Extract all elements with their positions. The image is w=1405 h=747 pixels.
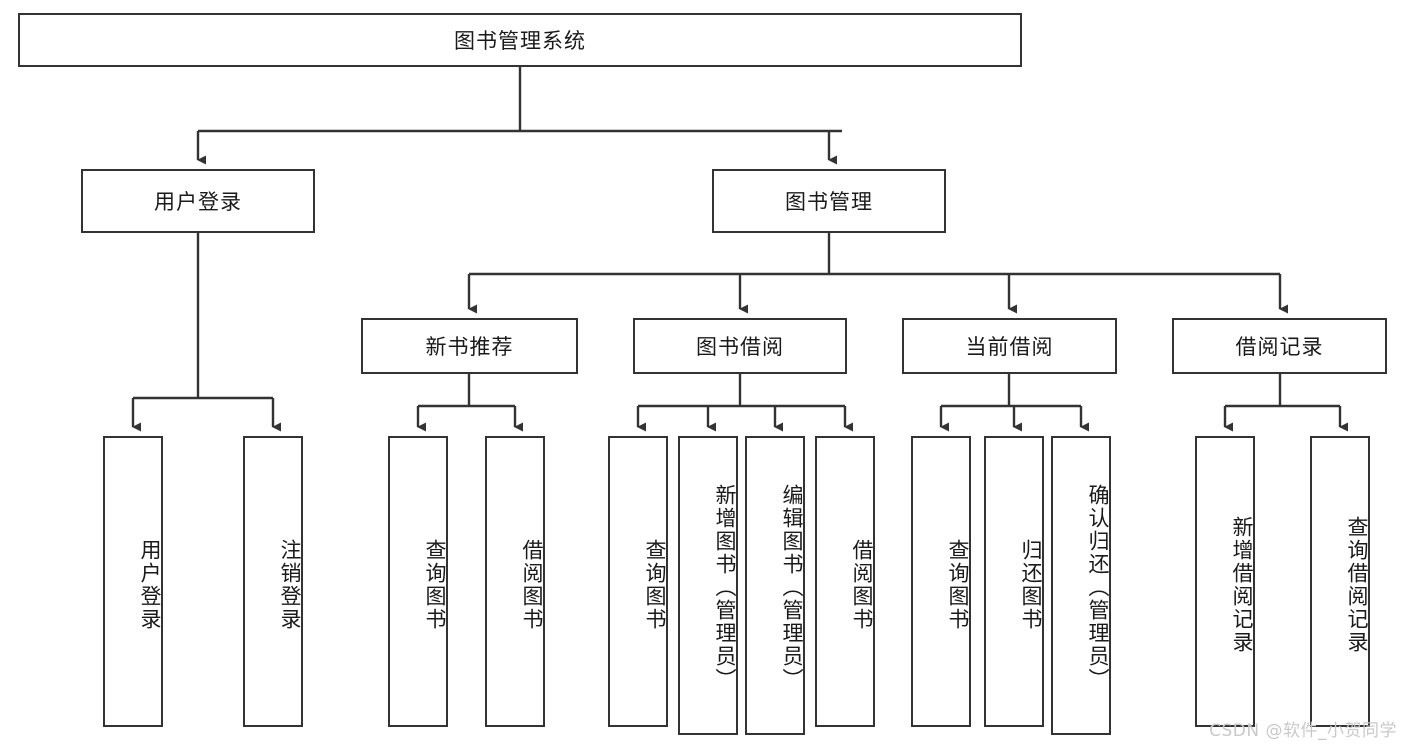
node-leaf-edit-book-admin[interactable]: 编辑图书（管理员） xyxy=(745,436,805,735)
node-root-system[interactable]: 图书管理系统 xyxy=(18,13,1022,67)
node-leaf-edit-book-admin-label: 编辑图书（管理员） xyxy=(780,483,804,691)
watermark: CSDN @软件_小贺同学 xyxy=(1209,721,1397,741)
node-leaf-query-book-recommend[interactable]: 查询图书 xyxy=(388,436,448,727)
node-leaf-user-login-label: 用户登录 xyxy=(138,538,162,631)
node-leaf-query-book-borrow[interactable]: 查询图书 xyxy=(608,436,668,727)
node-leaf-query-book-current[interactable]: 查询图书 xyxy=(911,436,971,727)
node-leaf-add-borrow-record[interactable]: 新增借阅记录 xyxy=(1195,436,1255,727)
node-root-label: 图书管理系统 xyxy=(454,29,586,53)
node-leaf-confirm-return-admin-label: 确认归还（管理员） xyxy=(1086,483,1110,691)
node-current-borrow[interactable]: 当前借阅 xyxy=(902,318,1117,374)
node-leaf-query-book-current-label: 查询图书 xyxy=(946,538,970,631)
node-leaf-query-borrow-record-label: 查询借阅记录 xyxy=(1345,515,1369,654)
node-leaf-add-borrow-record-label: 新增借阅记录 xyxy=(1230,515,1254,654)
node-leaf-add-book-admin-label: 新增图书（管理员） xyxy=(713,483,737,691)
node-borrow-record[interactable]: 借阅记录 xyxy=(1172,318,1387,374)
node-leaf-borrow-book-borrow-label: 借阅图书 xyxy=(850,538,874,631)
node-leaf-query-book-borrow-label: 查询图书 xyxy=(643,538,667,631)
node-new-book-recommend-label: 新书推荐 xyxy=(425,335,514,359)
node-book-management-label: 图书管理 xyxy=(785,190,873,214)
node-book-management[interactable]: 图书管理 xyxy=(712,169,946,233)
node-leaf-logout[interactable]: 注销登录 xyxy=(243,436,303,727)
node-leaf-borrow-book-recommend-label: 借阅图书 xyxy=(520,538,544,631)
node-new-book-recommend[interactable]: 新书推荐 xyxy=(361,318,578,374)
node-leaf-return-book-label: 归还图书 xyxy=(1019,538,1043,631)
node-borrow-record-label: 借阅记录 xyxy=(1235,335,1324,359)
node-book-borrow-label: 图书借阅 xyxy=(696,335,784,359)
node-leaf-user-login[interactable]: 用户登录 xyxy=(103,436,163,727)
node-leaf-query-borrow-record[interactable]: 查询借阅记录 xyxy=(1310,436,1370,727)
node-current-borrow-label: 当前借阅 xyxy=(965,335,1054,359)
node-user-login-label: 用户登录 xyxy=(154,190,242,214)
node-leaf-query-book-recommend-label: 查询图书 xyxy=(423,538,447,631)
node-leaf-borrow-book-recommend[interactable]: 借阅图书 xyxy=(485,436,545,727)
node-leaf-logout-label: 注销登录 xyxy=(278,538,302,631)
node-book-borrow[interactable]: 图书借阅 xyxy=(633,318,847,374)
node-leaf-return-book[interactable]: 归还图书 xyxy=(984,436,1044,727)
node-leaf-borrow-book-borrow[interactable]: 借阅图书 xyxy=(815,436,875,727)
node-leaf-confirm-return-admin[interactable]: 确认归还（管理员） xyxy=(1051,436,1111,735)
node-user-login[interactable]: 用户登录 xyxy=(81,169,315,233)
node-leaf-add-book-admin[interactable]: 新增图书（管理员） xyxy=(678,436,738,735)
